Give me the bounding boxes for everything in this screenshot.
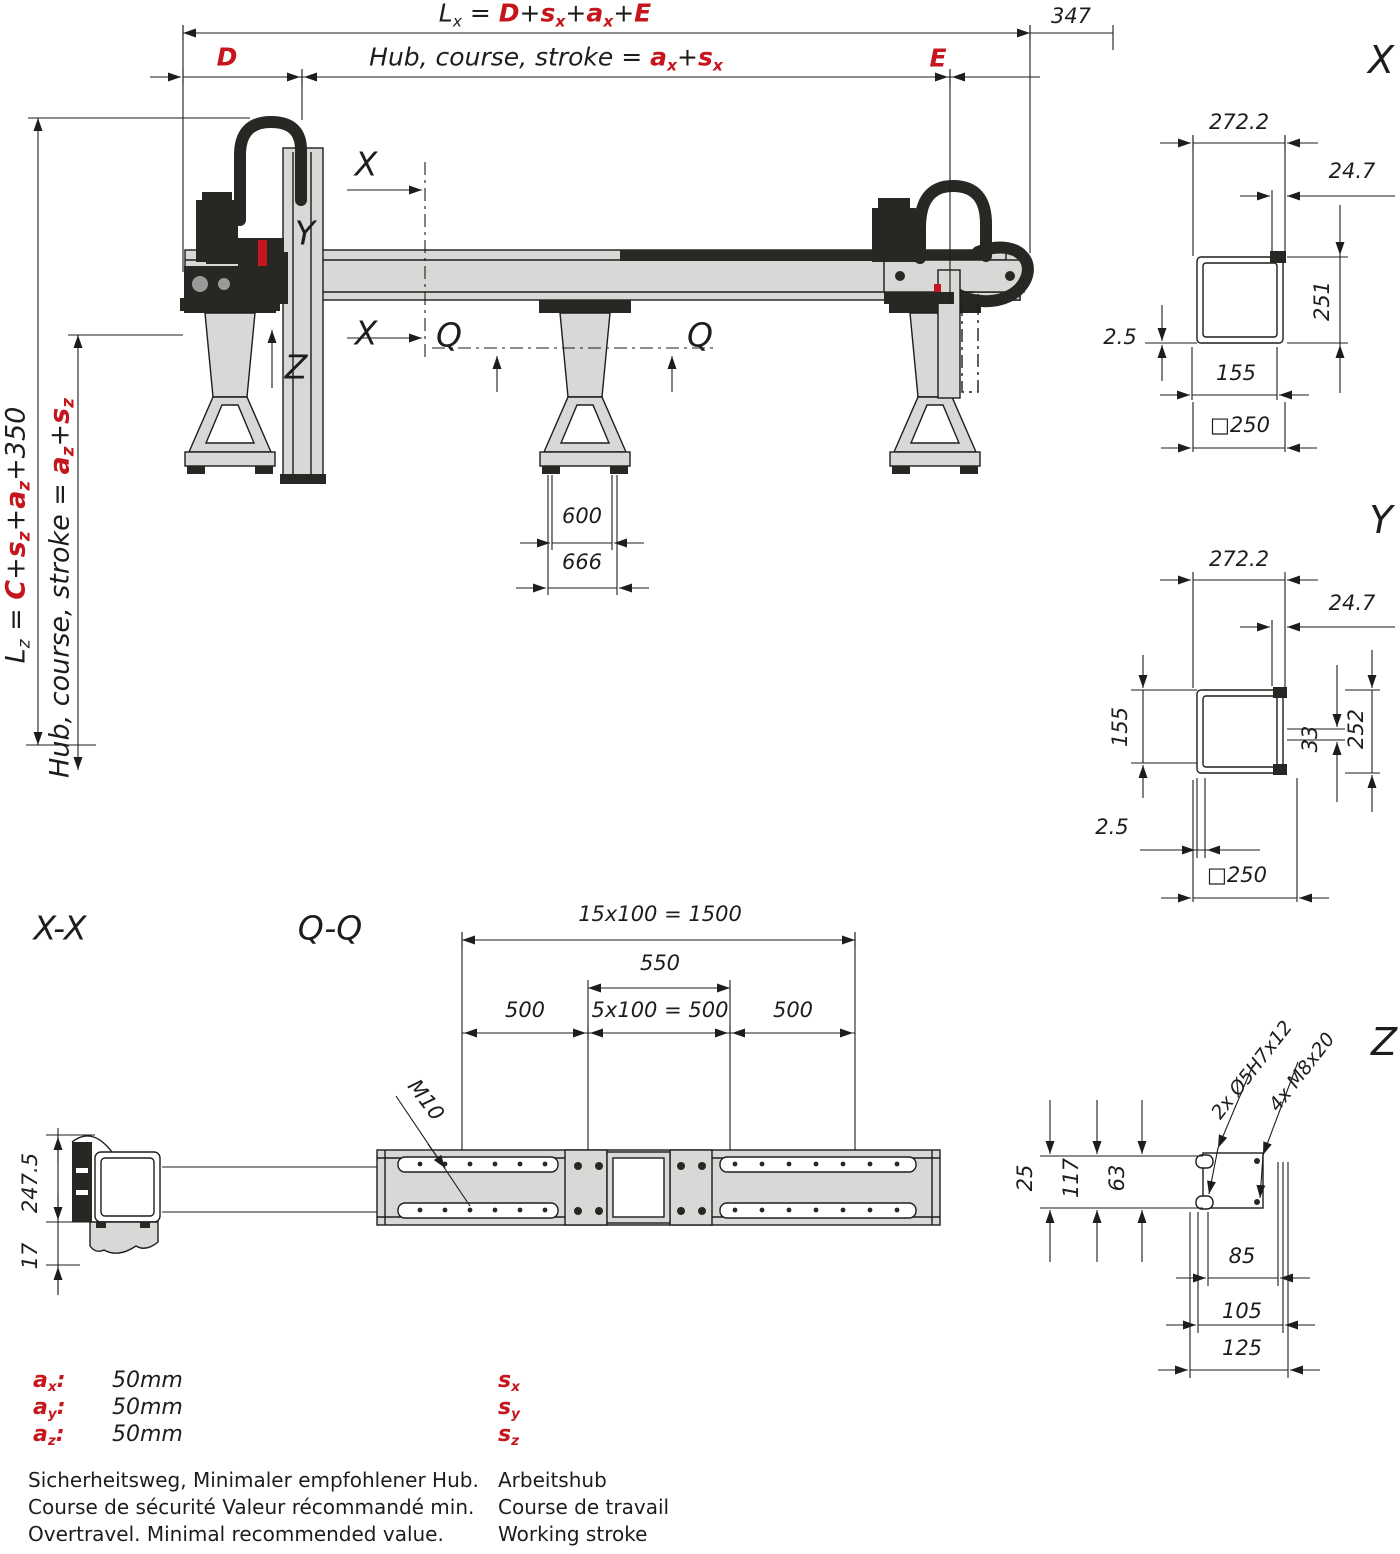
dim-qq-total: 15x100 = 1500 (578, 902, 742, 926)
dim-z-c: 63 (1105, 1164, 1129, 1192)
dim-y-width: 272.2 (1208, 547, 1270, 571)
dim-z-b: 117 (1059, 1157, 1083, 1199)
dim-x-base: 155 (1215, 361, 1257, 385)
axis-label-x-lower: X (354, 313, 378, 353)
dim-y-offset: 24.7 (1328, 591, 1376, 615)
legend-row-sy: sy (498, 1395, 520, 1423)
note-overtravel-fr: Course de sécurité Valeur récommandé min… (28, 1495, 475, 1519)
dim-z-a: 25 (1013, 1164, 1037, 1192)
dim-qq-left: 500 (504, 998, 546, 1022)
note-overtravel-de: Sicherheitsweg, Minimaler empfohlener Hu… (28, 1468, 479, 1492)
carriage-left (180, 115, 326, 484)
leg-middle (539, 300, 631, 474)
dim-y-square: □250 (1207, 863, 1267, 887)
notes-working-stroke: Arbeitshub Course de travail Working str… (498, 1468, 669, 1549)
section-xx-title: X-X (33, 908, 87, 948)
top-view-dimensions (26, 25, 1114, 770)
dim-600: 600 (561, 504, 603, 528)
dim-347: 347 (1050, 4, 1092, 28)
notes-overtravel: Sicherheitsweg, Minimaler empfohlener Hu… (28, 1468, 479, 1549)
legend-a-values: ax:50mm ay:50mm az:50mm (33, 1368, 183, 1449)
section-z-view (1040, 1061, 1320, 1378)
dim-x-height: 251 (1310, 280, 1334, 322)
axis-label-y: Y (294, 213, 316, 253)
dim-qq-right: 500 (772, 998, 814, 1022)
axis-label-x-upper: X (354, 144, 378, 184)
label-e: E (929, 43, 947, 73)
dim-z-f: 125 (1221, 1336, 1263, 1360)
section-z-title: Z (1370, 1020, 1398, 1064)
legend-row-ax: ax:50mm (33, 1368, 183, 1396)
note-stroke-de: Arbeitshub (498, 1468, 607, 1492)
dim-x-side: 2.5 (1103, 325, 1137, 349)
section-xx-view (46, 1128, 377, 1295)
section-qq-title: Q-Q (297, 908, 363, 948)
legend-s-symbols: sx sy sz (498, 1368, 577, 1449)
legend-row-ay: ay:50mm (33, 1395, 183, 1423)
dim-x-square: □250 (1210, 413, 1270, 437)
section-y-title: Y (1369, 498, 1393, 542)
dim-z-e: 105 (1221, 1299, 1263, 1323)
gantry-machine (180, 115, 1034, 484)
cut-label-q1: Q (436, 315, 462, 355)
dim-y-outer: 252 (1344, 708, 1368, 750)
dim-x-width: 272.2 (1208, 110, 1270, 134)
note-stroke-en: Working stroke (498, 1522, 648, 1546)
dim-y-left: 155 (1108, 706, 1132, 748)
section-x-view (1145, 135, 1395, 453)
section-x-title: X (1367, 38, 1395, 82)
dim-y-side: 2.5 (1095, 815, 1129, 839)
dim-qq-center: 5x100 = 500 (591, 998, 729, 1022)
formula-lx: Lx = D+sx+ax+E (438, 0, 652, 31)
dim-666: 666 (561, 550, 603, 574)
formula-hub-stroke-z: Hub, course, stroke = az+sz (44, 398, 78, 778)
note-overtravel-en: Overtravel. Minimal recommended value. (28, 1522, 444, 1546)
section-y-view (1131, 572, 1395, 903)
dim-y-inner: 33 (1298, 725, 1322, 753)
note-stroke-fr: Course de travail (498, 1495, 670, 1519)
dim-z-d: 85 (1228, 1244, 1256, 1268)
dim-qq-mid: 550 (639, 951, 681, 975)
legend-row-az: az:50mm (33, 1422, 183, 1450)
leg-right (889, 300, 981, 474)
dim-xx-height: 247.5 (18, 1152, 42, 1214)
formula-lz: Lz = C+sz+az+350 (0, 406, 34, 664)
label-d: D (216, 42, 238, 72)
legend-row-sz: sz (498, 1422, 520, 1450)
leg-left (184, 300, 276, 474)
section-qq-view (376, 932, 941, 1226)
axis-label-z: Z (284, 347, 308, 387)
cut-label-q2: Q (687, 315, 713, 355)
dim-x-offset: 24.7 (1328, 159, 1376, 183)
legend-row-sx: sx (498, 1368, 520, 1396)
carriage-right (872, 179, 1034, 399)
dim-xx-thickness: 17 (18, 1242, 42, 1270)
formula-hub-stroke-x: Hub, course, stroke = ax+sx (369, 42, 723, 75)
